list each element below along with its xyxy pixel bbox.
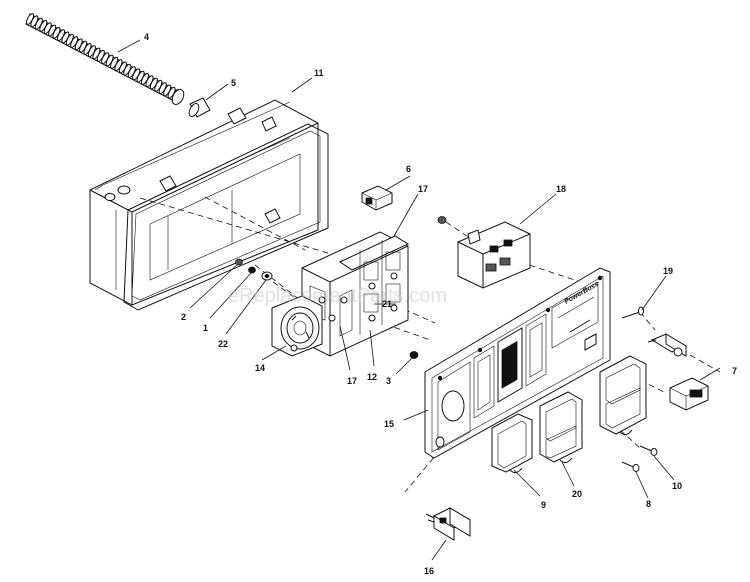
callout-9: 9 <box>541 500 546 510</box>
part-10-screw <box>639 445 658 456</box>
callout-labels: 4 5 11 6 17 18 19 2 1 22 21 14 17 12 3 1… <box>144 32 737 576</box>
part-15-control-panel: PowerBoss <box>424 267 611 459</box>
large-outlet-cover <box>599 355 647 436</box>
callout-22: 22 <box>218 339 228 349</box>
callout-10: 10 <box>672 481 682 491</box>
part-7-hour-meter <box>669 377 709 411</box>
callout-7: 7 <box>732 366 737 376</box>
callout-16: 16 <box>424 566 434 576</box>
part-14-twist-lock-receptacle <box>271 295 323 357</box>
callout-17-top: 17 <box>418 184 428 194</box>
callout-4: 4 <box>144 32 149 42</box>
part-16-switch <box>425 507 472 541</box>
callout-8: 8 <box>646 499 651 509</box>
watermark: eReplacementParts.com <box>228 285 447 307</box>
callout-18: 18 <box>556 184 566 194</box>
callout-21: 21 <box>382 299 392 309</box>
callout-17-bottom: 17 <box>347 376 357 386</box>
part-18-circuit-breaker <box>457 221 531 289</box>
callout-19: 19 <box>663 266 673 276</box>
part-5-conduit-connector <box>188 97 211 118</box>
panel-nut <box>437 216 447 224</box>
leader-lines <box>117 39 721 561</box>
part-17-gfci-outlets <box>301 231 410 357</box>
callout-11: 11 <box>314 68 324 78</box>
part-8-screw <box>621 461 640 472</box>
callout-20: 20 <box>572 489 582 499</box>
callout-5: 5 <box>231 78 236 88</box>
callout-6: 6 <box>406 164 411 174</box>
part-9-outlet-cover <box>491 413 533 474</box>
callout-15: 15 <box>384 419 394 429</box>
part-3-nut <box>409 351 419 359</box>
assembly-lines <box>139 196 721 493</box>
part-cord-plug <box>647 333 688 357</box>
part-4-flexible-conduit <box>25 13 185 105</box>
parts-2-1-22-hardware <box>235 258 273 281</box>
part-11-control-box <box>89 99 329 311</box>
callout-2: 2 <box>181 312 186 322</box>
part-6-clip <box>361 185 393 211</box>
callout-3: 3 <box>386 376 391 386</box>
callout-1: 1 <box>203 323 208 333</box>
part-20-outlet-cover <box>539 391 583 464</box>
callout-14: 14 <box>255 363 265 373</box>
part-19-screw <box>621 306 644 319</box>
callout-12: 12 <box>367 372 377 382</box>
